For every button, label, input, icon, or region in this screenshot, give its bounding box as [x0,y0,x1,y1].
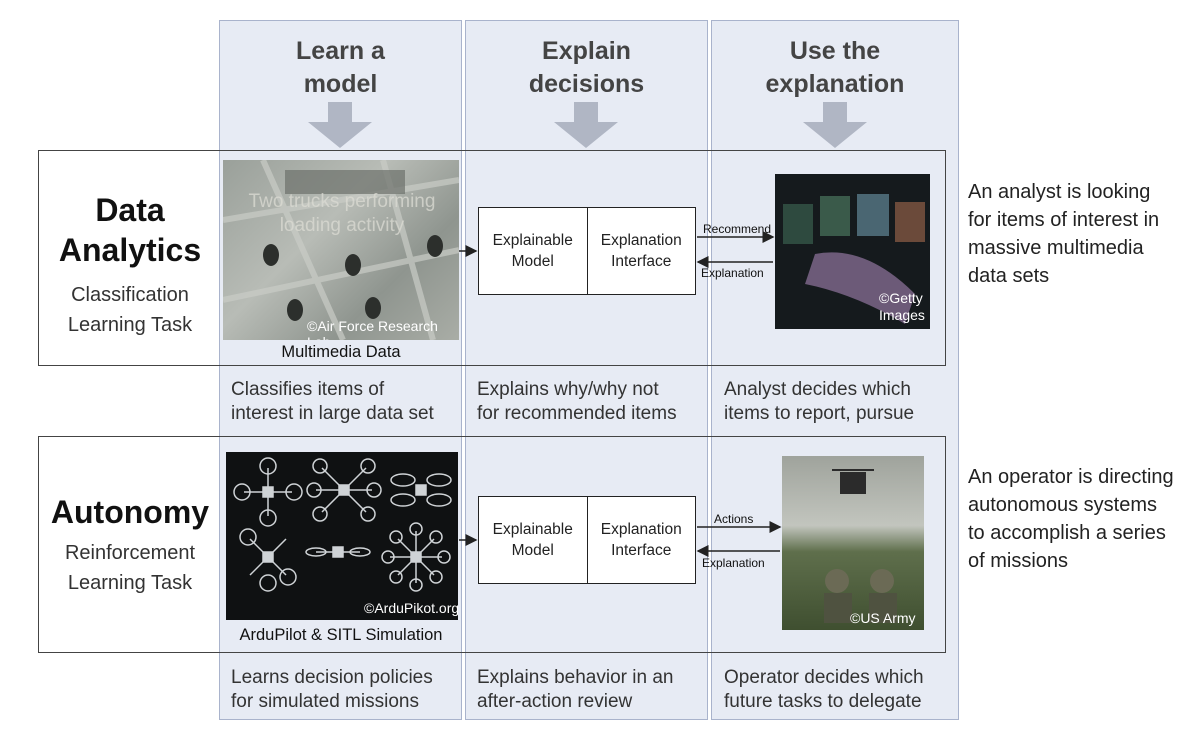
note-operator: An operator is directing autonomous syst… [968,466,1174,572]
ardupilot-image: ©ArduPikot.org [226,452,458,620]
down-arrow-icon [803,102,867,148]
down-arrow-icon [308,102,372,148]
flow-label-actions: Actions [714,512,754,526]
down-arrow-icon [554,102,618,148]
image-caption-multimedia: Multimedia Data [281,343,401,361]
image-caption-ardupilot: ArduPilot & SITL Simulation [239,626,443,644]
row-data-analytics [38,150,946,366]
flow-label-recommend: Recommend [703,222,772,236]
image-credit-afrl: ©Air Force Research Lab [307,318,438,340]
note-analyst: An analyst is looking for items of inter… [968,181,1160,287]
soldiers-photo: ©US Army [782,456,924,630]
row-autonomy [38,436,946,653]
image-credit-ardupilot: ©ArduPikot.org [364,600,458,616]
flow-label-explanation: Explanation [702,556,765,570]
flow-label-explanation: Explanation [701,266,764,280]
row-title-autonomy: Autonomy [50,494,210,530]
photo-credit-army: ©US Army [850,610,916,626]
